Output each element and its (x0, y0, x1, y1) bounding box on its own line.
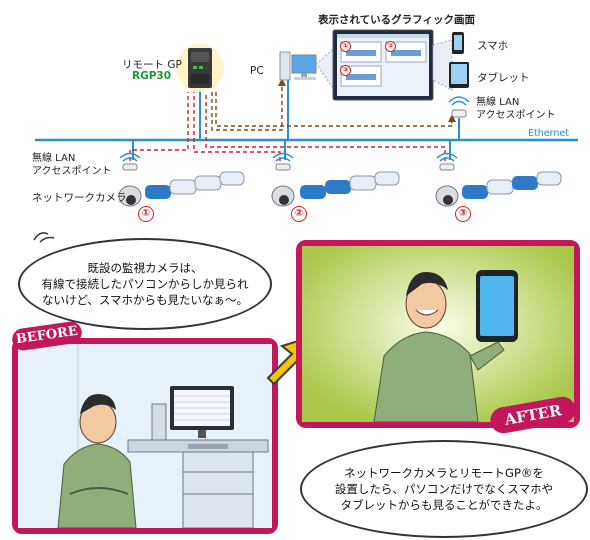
path-cam3 (205, 92, 446, 168)
camera-number-2: ② (291, 206, 307, 222)
network-camera-label: ネットワークカメラ (32, 192, 127, 204)
pc-icon (279, 51, 317, 81)
ap-cam1-icon (119, 152, 141, 171)
cars-group-3 (462, 171, 562, 199)
path-gp-pc (211, 80, 283, 131)
wlan-right-label: 無線 LAN アクセスポイント (476, 97, 556, 121)
ap-cam2-icon (272, 152, 294, 171)
remote-gp-label: リモート GP (122, 59, 182, 71)
after-scene (302, 246, 574, 422)
camera-number-1: ① (138, 206, 154, 222)
before-scene (18, 344, 272, 528)
cars-group-1 (145, 171, 245, 199)
network-diagram (35, 29, 578, 207)
camera2-icon (271, 185, 295, 207)
camera3-icon (435, 185, 459, 207)
screen-number-1: ① (340, 41, 351, 52)
camera-number-3: ③ (455, 206, 471, 222)
smartphone-label: スマホ (477, 40, 509, 52)
tablet-label: タブレット (477, 72, 530, 84)
remote-gp-model: RGP30 (132, 70, 172, 82)
after-panel (296, 240, 580, 428)
graphic-screen-window (332, 29, 434, 101)
before-panel (12, 338, 278, 534)
pc-label: PC (250, 65, 264, 77)
ap-right-icon (448, 96, 470, 118)
surprise-marks (33, 232, 55, 243)
screen-number-2: ② (385, 41, 396, 52)
after-speech-bubble: ネットワークカメラとリモートGP®を 設置したら、パソコンだけでなくスマホや タ… (300, 440, 588, 538)
before-speech-bubble: 既設の監視カメラは、 有線で接続したパソコンからしか見られ ないけど、スマホから… (18, 238, 272, 330)
cars-group-2 (300, 171, 400, 199)
graphic-screen-title: 表示されているグラフィック画面 (318, 14, 475, 26)
wlan-left-label: 無線 LAN アクセスポイント (32, 153, 112, 177)
camera1-icon (118, 185, 142, 207)
ap-cam3-icon (436, 152, 458, 171)
remote-gp-device (188, 48, 212, 88)
screen-number-3: ③ (340, 65, 351, 76)
path-cam1 (129, 92, 189, 168)
ethernet-label: Ethernet (528, 128, 569, 139)
path-cam2 (193, 92, 281, 168)
